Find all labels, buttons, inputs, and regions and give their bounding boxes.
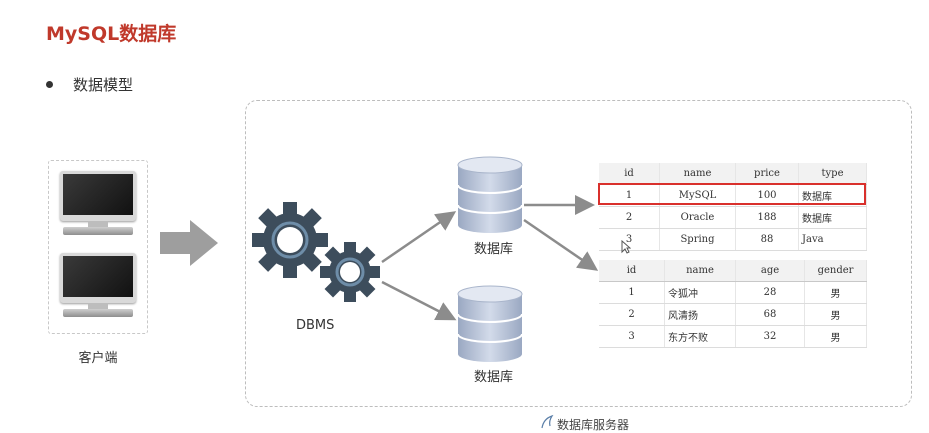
table-cell: 1	[599, 184, 660, 207]
table-row: 2 Oracle 188 数据库	[599, 206, 867, 229]
table-cell: 3	[599, 228, 660, 251]
table-cell: Oracle	[659, 206, 736, 229]
users-table: id name age gender 1 令狐冲 28 男 2 风清扬 68 男…	[599, 260, 867, 348]
table-cell: 68	[735, 303, 805, 326]
column-header: id	[599, 260, 665, 282]
table-row: 1 令狐冲 28 男	[599, 281, 867, 304]
column-header: name	[659, 163, 736, 185]
mouse-cursor-icon	[621, 240, 631, 254]
monitor-icon	[57, 171, 139, 235]
table-cell: 188	[735, 206, 799, 229]
table-row: 3 东方不败 32 男	[599, 325, 867, 348]
table-cell: 1	[599, 281, 665, 304]
table-cell: 2	[599, 303, 665, 326]
table-cell: 东方不败	[664, 325, 736, 348]
dbms-label: DBMS	[296, 318, 335, 333]
table-cell: 男	[804, 325, 867, 348]
table-cell: MySQL	[659, 184, 736, 207]
column-header: id	[599, 163, 660, 185]
dolphin-icon	[541, 414, 554, 429]
table-cell: 100	[735, 184, 799, 207]
table-cell: 数据库	[798, 184, 867, 207]
arrow-right-icon	[160, 220, 218, 266]
server-caption: 数据库服务器	[557, 418, 630, 432]
column-header: type	[798, 163, 867, 185]
database-label: 数据库	[474, 242, 514, 257]
page-title: MySQL数据库	[46, 23, 177, 45]
database-icon	[457, 285, 523, 362]
column-header: price	[735, 163, 799, 185]
column-header: age	[735, 260, 805, 282]
monitor-icon	[57, 253, 139, 317]
gear-icon	[320, 242, 380, 302]
table-cell: Java	[798, 228, 867, 251]
table-cell: 3	[599, 325, 665, 348]
client-box	[48, 160, 148, 334]
table-cell: 88	[735, 228, 799, 251]
table-cell: 风清扬	[664, 303, 736, 326]
table-cell: Spring	[659, 228, 736, 251]
client-label: 客户端	[78, 351, 118, 366]
table-cell: 2	[599, 206, 660, 229]
table-row: 3 Spring 88 Java	[599, 228, 867, 251]
database-label: 数据库	[474, 370, 514, 385]
table-header-row: id name price type	[599, 163, 867, 185]
bullet-dot	[46, 81, 53, 88]
gear-icon	[252, 202, 328, 278]
table-row: 1 MySQL 100 数据库	[599, 184, 867, 207]
table-cell: 32	[735, 325, 805, 348]
highlighted-row-outline	[598, 183, 866, 205]
database-server-box	[245, 100, 912, 407]
bullet-text: 数据模型	[73, 76, 134, 94]
products-table: id name price type 1 MySQL 100 数据库 2 Ora…	[599, 163, 867, 251]
table-cell: 28	[735, 281, 805, 304]
table-cell: 男	[804, 281, 867, 304]
table-header-row: id name age gender	[599, 260, 867, 282]
column-header: gender	[804, 260, 867, 282]
table-cell: 令狐冲	[664, 281, 736, 304]
table-cell: 数据库	[798, 206, 867, 229]
column-header: name	[664, 260, 736, 282]
database-icon	[457, 156, 523, 233]
table-cell: 男	[804, 303, 867, 326]
bullet-item: 数据模型	[46, 74, 133, 95]
table-row: 2 风清扬 68 男	[599, 303, 867, 326]
